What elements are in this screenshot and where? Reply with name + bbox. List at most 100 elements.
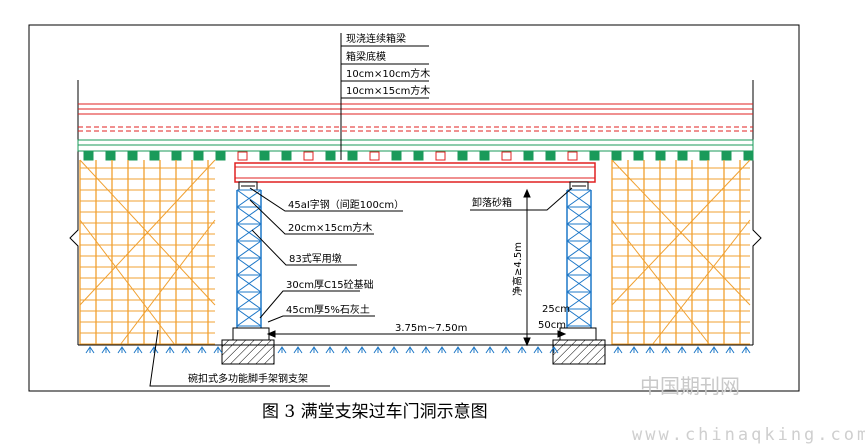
deck-block [83, 151, 94, 161]
deck-block [699, 151, 710, 161]
ground-tick [165, 346, 175, 354]
pier-diagonal [236, 274, 262, 293]
ground-tick [421, 346, 431, 354]
ground-tick [389, 346, 399, 354]
ground-tick [373, 346, 383, 354]
label-c15-foundation: 30cm厚C15砼基础 [286, 278, 374, 291]
deck-block [743, 151, 754, 161]
ground-tick [677, 346, 687, 354]
deck-block [171, 151, 182, 161]
label-span: 3.75m~7.50m [395, 323, 467, 334]
label-bottom-form: 箱梁底模 [346, 50, 386, 63]
ground-tick [325, 346, 335, 354]
deck-block [127, 151, 138, 161]
pier-diagonal [566, 308, 592, 327]
i-beam [234, 162, 596, 183]
label-scaffold: 碗扣式多功能脚手架钢支架 [188, 372, 308, 385]
ground-tick [741, 346, 751, 354]
foundation-left [221, 327, 275, 365]
pier-diagonal [566, 206, 592, 225]
label-lime-soil: 45cm厚5%石灰土 [286, 303, 370, 316]
deck-block [413, 151, 424, 161]
deck-block [281, 151, 292, 161]
deck-block [501, 151, 512, 161]
ground-tick [405, 346, 415, 354]
deck-block [523, 151, 534, 161]
label-timber-10x15: 10cm×15cm方木 [346, 84, 430, 97]
ground-tick [149, 346, 159, 354]
deck-block [457, 151, 468, 161]
deck-block [303, 151, 314, 161]
ground-tick [85, 346, 95, 354]
deck-block [567, 151, 578, 161]
pier-left [236, 189, 262, 328]
ground-tick [133, 346, 143, 354]
top-callout: 现浇连续箱梁 箱梁底模 10cm×10cm方木 10cm×15cm方木 [340, 32, 430, 160]
deck-block [655, 151, 666, 161]
ground-tick [725, 346, 735, 354]
deck-block [369, 151, 380, 161]
sand-box-right [569, 181, 589, 191]
label-clearance: 净高≥4.5m [511, 242, 524, 296]
pier-diagonal [566, 257, 592, 276]
ground-tick [501, 346, 511, 354]
watermark-url: www.chinaqking.com [632, 425, 865, 445]
ground-tick [645, 346, 655, 354]
deck-block [677, 151, 688, 161]
foundation-right [552, 327, 606, 365]
side-walls [69, 80, 762, 345]
pier-diagonal [566, 189, 592, 208]
ground-tick [117, 346, 127, 354]
sand-box-left [238, 181, 258, 191]
ground-line [78, 344, 753, 354]
deck-block [347, 151, 358, 161]
scaffold-brace [79, 219, 176, 346]
pier-diagonal [236, 308, 262, 327]
scaffold-left [79, 159, 216, 346]
deck-block [237, 151, 248, 161]
label-timber-20x15: 20cm×15cm方木 [288, 221, 372, 234]
ground-tick [661, 346, 671, 354]
clearance-dimension [523, 188, 531, 347]
scaffold-brace [611, 219, 711, 346]
ground-tick [469, 346, 479, 354]
ground-tick [181, 346, 191, 354]
pier-diagonal [236, 240, 262, 259]
label-pier-83: 83式军用墩 [289, 252, 342, 265]
ground-tick [213, 346, 223, 354]
pier-diagonal [566, 274, 592, 293]
scaffold-brace [611, 159, 751, 306]
deck-block [721, 151, 732, 161]
label-i-beam: 45aI字钢（间距100cm） [288, 198, 404, 211]
figure-border [28, 24, 800, 392]
scaffold-brace [79, 159, 216, 306]
box-girder-lines [78, 103, 753, 132]
label-sand-box: 卸落砂箱 [472, 196, 512, 209]
ground-tick [485, 346, 495, 354]
left-leaders [149, 187, 403, 387]
deck-block [633, 151, 644, 161]
ground-tick [309, 346, 319, 354]
label-beam-title: 现浇连续箱梁 [346, 32, 406, 45]
ground-tick [277, 346, 287, 354]
label-dim-50: 50cm [538, 320, 566, 331]
pier-diagonal [236, 206, 262, 225]
scaffold-brace [651, 219, 751, 346]
pier-diagonal [566, 223, 592, 242]
ground-tick [101, 346, 111, 354]
deck-block [479, 151, 490, 161]
deck-block [391, 151, 402, 161]
pier-diagonal [236, 223, 262, 242]
deck-block [105, 151, 116, 161]
scaffold-brace [119, 219, 216, 346]
pier-diagonal [566, 291, 592, 310]
scaffold-right [611, 159, 751, 346]
deck-block [435, 151, 446, 161]
ground-tick [613, 346, 623, 354]
ground-tick [709, 346, 719, 354]
pier-diagonal [236, 257, 262, 276]
ground-tick [341, 346, 351, 354]
deck-block [193, 151, 204, 161]
ground-tick [437, 346, 447, 354]
